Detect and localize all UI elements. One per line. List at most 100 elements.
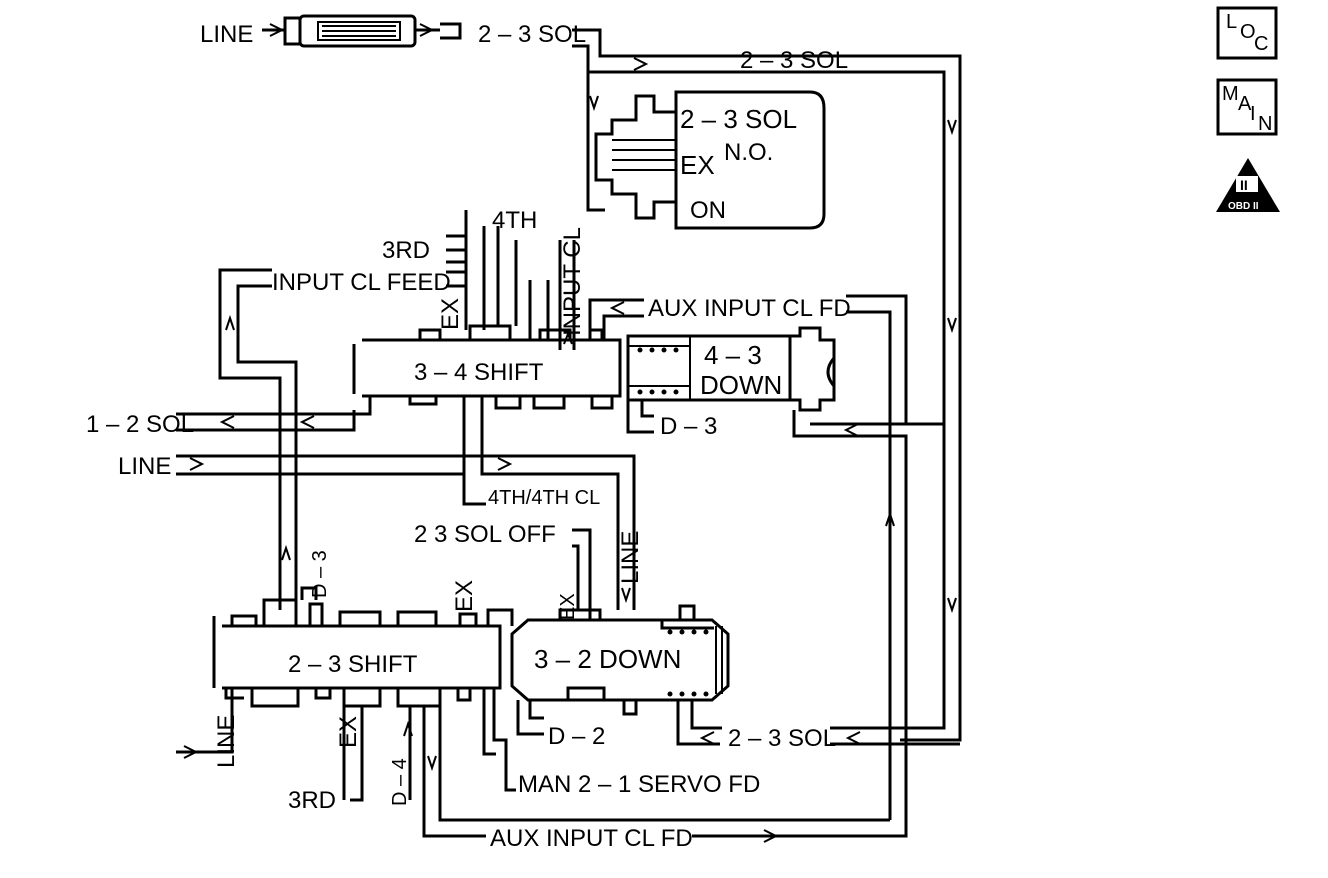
loc-letter-1: L: [1226, 11, 1237, 33]
valve-43-end-cap: [790, 326, 836, 412]
loc-icon: L O C: [1216, 6, 1278, 60]
passage-line-mid: [176, 454, 636, 610]
label-34-shift: 3 – 4 SHIFT: [414, 359, 544, 386]
arrow-left-icon: [219, 415, 235, 429]
arrow-left-icon: [609, 301, 625, 315]
valve-23-bore: [212, 616, 502, 690]
arrow-right-icon: [183, 745, 199, 759]
passage-4th-3rd: [464, 210, 550, 340]
solenoid-23-valve: [594, 94, 676, 220]
label-23-sol-off: 2 3 SOL OFF: [414, 521, 556, 548]
arrow-left-icon: [845, 731, 861, 745]
passage-aux-bottom: [438, 706, 890, 822]
passage-12-sol-inner: [176, 410, 356, 432]
filter-outlet: [415, 22, 462, 40]
valve-34-bore: [352, 338, 622, 398]
passage-12-sol: [176, 396, 372, 416]
arrow-down-icon: [947, 317, 957, 334]
filter-element: [317, 21, 401, 41]
arrow-up-icon: [403, 720, 413, 737]
label-line-mid: LINE: [118, 453, 171, 480]
valve-34-bottom-lands: [408, 396, 614, 410]
valve-32-lands: [558, 608, 638, 716]
arrow-up-icon: [885, 510, 895, 527]
label-3rd: 3RD: [382, 237, 430, 264]
label-d3-right: D – 3: [660, 413, 717, 440]
label-d3-vert: D – 3: [309, 550, 331, 598]
arrow-up-icon: [563, 331, 573, 345]
valve-32-spring-top: [660, 604, 714, 630]
passage-43-exhaust: [792, 410, 908, 740]
label-sol23-box-title: 2 – 3 SOL: [680, 104, 797, 134]
label-12-sol: 1 – 2 SOL: [86, 411, 194, 438]
valve-43-spring: [628, 336, 691, 400]
passage-d4-aux: [408, 706, 486, 838]
valve-23-top-lands: [230, 598, 514, 626]
passage-4th-cl: [462, 474, 486, 506]
valve-23-shift: [212, 586, 514, 708]
valve-34-top-lands: [418, 324, 604, 340]
valve-43-plug: [826, 357, 836, 387]
arrow-right-icon: [633, 57, 649, 71]
solenoid-23-ports: [612, 139, 676, 171]
passage-23-sol-feed: [572, 28, 962, 742]
solenoid-23-body: [674, 90, 826, 230]
arrow-right-icon: [497, 457, 513, 471]
label-23-sol-bottom: 2 – 3 SOL: [728, 725, 836, 752]
passage-input-cl-feed-inner: [236, 284, 298, 610]
label-aux-input-cl-fd-top: AUX INPUT CL FD: [648, 295, 851, 322]
passage-man21: [482, 688, 516, 792]
label-ex-vert-23: EX: [451, 580, 478, 612]
label-ex-vert-bottom: EX: [335, 716, 362, 748]
arrow-right-icon: [269, 23, 285, 37]
label-32-down: 3 – 2 DOWN: [534, 644, 681, 674]
passage-aux-input-top-right: [846, 294, 944, 820]
label-input-cl-feed: INPUT CL FEED: [272, 269, 451, 296]
valve-34-shift: [352, 324, 622, 410]
label-aux-input-cl-fd-bottom: AUX INPUT CL FD: [490, 825, 693, 852]
label-input-cl-vert: INPUT CL: [559, 227, 586, 336]
main-icon: M A I N: [1216, 78, 1278, 136]
label-4th: 4TH: [492, 207, 537, 234]
obd-text: OBD II: [1228, 201, 1259, 212]
obd-ii-icon: II OBD II: [1216, 158, 1280, 212]
label-ex-vert-32: EX: [557, 593, 579, 620]
label-3rd-bottom: 3RD: [288, 787, 336, 814]
arrow-down-icon: [947, 119, 957, 136]
passage-23-sol-bottom-right: [830, 424, 960, 746]
valve-32-spring: [715, 626, 723, 694]
label-sol23-no: N.O.: [724, 139, 773, 166]
arrow-up-icon: [281, 544, 291, 561]
valve-23-d3-port: [300, 586, 318, 600]
passage-d3-right: [626, 400, 654, 434]
arrow-down-icon: [427, 755, 437, 772]
passage-23-sol-off: [572, 528, 592, 620]
valve-32-down: [510, 604, 730, 716]
label-43-down-b: DOWN: [700, 370, 782, 400]
arrow-left-icon: [699, 731, 715, 745]
arrow-down-icon: [589, 95, 599, 112]
valve-43-down: [626, 326, 836, 412]
arrow-down-icon: [621, 587, 631, 604]
arrow-down-icon: [947, 597, 957, 614]
loc-letter-2: O: [1240, 21, 1256, 43]
label-4th-4th-cl: 4TH/4TH CL: [488, 487, 600, 509]
label-line-vert-mid: LINE: [617, 531, 644, 584]
passage-d2: [516, 700, 544, 736]
label-man21: MAN 2 – 1 SERVO FD: [518, 771, 760, 798]
arrow-left-icon: [843, 423, 859, 437]
passage-input-cl: [558, 240, 576, 350]
label-sol23-ex: EX: [680, 150, 715, 180]
arrow-up-icon: [225, 314, 235, 331]
label-ex-vert-34: EX: [437, 298, 464, 330]
label-23-shift: 2 – 3 SHIFT: [288, 651, 418, 678]
label-sol23-top-right: 2 – 3 SOL: [740, 47, 848, 74]
passage-aux-return: [692, 740, 908, 838]
main-letter-1: M: [1222, 83, 1239, 105]
valve-23-bottom-lands: [224, 688, 472, 708]
solenoid-23: [594, 90, 826, 230]
obd-numeral: II: [1240, 177, 1248, 193]
passage-sol-drop: [586, 72, 605, 212]
arrow-right-icon: [419, 23, 435, 37]
